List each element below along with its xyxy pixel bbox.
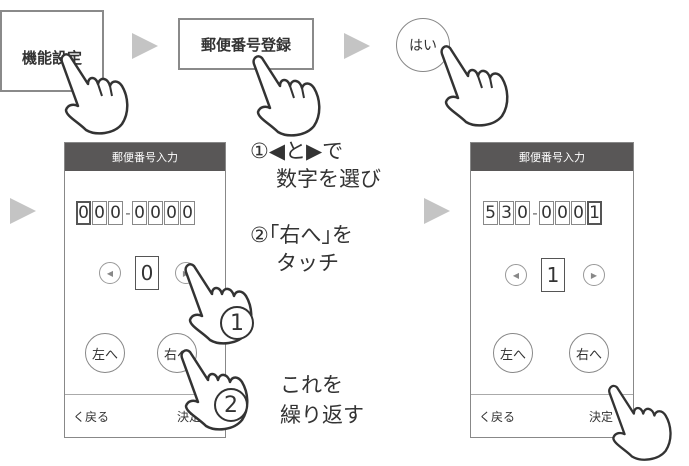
digit-cell[interactable]: 5 bbox=[483, 201, 498, 225]
screen-title: 郵便番号入力 bbox=[65, 143, 225, 171]
instruction-line-3: ②｢右へ｣を bbox=[250, 223, 353, 247]
pointing-hand-icon bbox=[180, 349, 249, 431]
pointing-hand-icon bbox=[608, 384, 672, 461]
step-two-number: 2 bbox=[224, 392, 238, 418]
postal-digits: 5 3 0 - 0 0 0 1 bbox=[483, 201, 603, 225]
digit-cell[interactable]: 0 bbox=[148, 201, 163, 225]
instruction-line-4: タッチ bbox=[276, 251, 339, 275]
digit-separator: - bbox=[532, 204, 538, 222]
screen-title: 郵便番号入力 bbox=[471, 143, 633, 171]
move-left-label: 左へ bbox=[499, 347, 526, 363]
back-button[interactable]: く戻る bbox=[73, 410, 110, 424]
digit-cell[interactable]: 0 bbox=[515, 201, 530, 225]
decrement-button[interactable]: ◀ bbox=[505, 264, 527, 286]
yes-button[interactable]: はい bbox=[396, 18, 450, 72]
digit-cell[interactable]: 0 bbox=[164, 201, 179, 225]
digit-cell[interactable]: 0 bbox=[76, 201, 91, 225]
move-left-button[interactable]: 左へ bbox=[493, 333, 533, 373]
move-left-label: 左へ bbox=[91, 347, 118, 363]
step-two-badge: 2 bbox=[214, 388, 248, 422]
screen-footer: く戻る 決定 bbox=[471, 394, 633, 437]
step-one-badge: 1 bbox=[220, 306, 254, 340]
pointing-hand-icon bbox=[440, 45, 509, 127]
digit-cell[interactable]: 0 bbox=[539, 201, 554, 225]
instruction-line-6: 繰り返す bbox=[280, 403, 364, 427]
digit-separator: - bbox=[125, 204, 131, 222]
digit-cell[interactable]: 0 bbox=[180, 201, 195, 225]
confirm-button[interactable]: 決定 bbox=[589, 410, 614, 424]
digit-cell[interactable]: 0 bbox=[132, 201, 147, 225]
instruction-line-2: 数字を選び bbox=[276, 167, 381, 191]
pointing-hand-icon bbox=[60, 53, 129, 135]
step-one-number: 1 bbox=[230, 310, 244, 336]
flow-arrow-3 bbox=[10, 198, 36, 224]
yes-label: はい bbox=[409, 38, 437, 54]
back-button[interactable]: く戻る bbox=[479, 410, 516, 424]
digit-value: 1 bbox=[541, 258, 565, 292]
postal-input-screen-right: 郵便番号入力 5 3 0 - 0 0 0 1 ◀ 1 ▶ 左へ 右へ く戻る 決… bbox=[470, 142, 634, 438]
digit-cell[interactable]: 1 bbox=[587, 201, 602, 225]
digit-cell[interactable]: 0 bbox=[92, 201, 107, 225]
flow-arrow-2 bbox=[344, 33, 370, 59]
digit-cell[interactable]: 0 bbox=[571, 201, 586, 225]
move-right-label: 右へ bbox=[575, 347, 602, 363]
decrement-button[interactable]: ◀ bbox=[99, 262, 121, 284]
flow-arrow-1 bbox=[132, 33, 158, 59]
digit-cell[interactable]: 0 bbox=[108, 201, 123, 225]
digit-cell[interactable]: 0 bbox=[555, 201, 570, 225]
left-triangle-icon: ◀ bbox=[512, 270, 520, 280]
increment-button[interactable]: ▶ bbox=[583, 264, 605, 286]
move-left-button[interactable]: 左へ bbox=[85, 333, 125, 373]
flow-arrow-4 bbox=[424, 198, 450, 224]
function-settings-button[interactable]: 機能設定 bbox=[0, 10, 104, 92]
postal-code-register-label: 郵便番号登録 bbox=[200, 35, 291, 54]
instruction-line-5: これを bbox=[280, 373, 343, 397]
move-right-button[interactable]: 右へ bbox=[569, 333, 609, 373]
digit-cell[interactable]: 3 bbox=[499, 201, 514, 225]
instruction-line-1: ①◀と▶で bbox=[250, 139, 344, 163]
postal-digits: 0 0 0 - 0 0 0 0 bbox=[76, 201, 196, 225]
pointing-hand-icon bbox=[252, 55, 321, 137]
right-triangle-icon: ▶ bbox=[590, 270, 598, 280]
left-triangle-icon: ◀ bbox=[106, 268, 114, 278]
postal-code-register-button[interactable]: 郵便番号登録 bbox=[178, 18, 314, 70]
digit-value: 0 bbox=[135, 256, 159, 290]
